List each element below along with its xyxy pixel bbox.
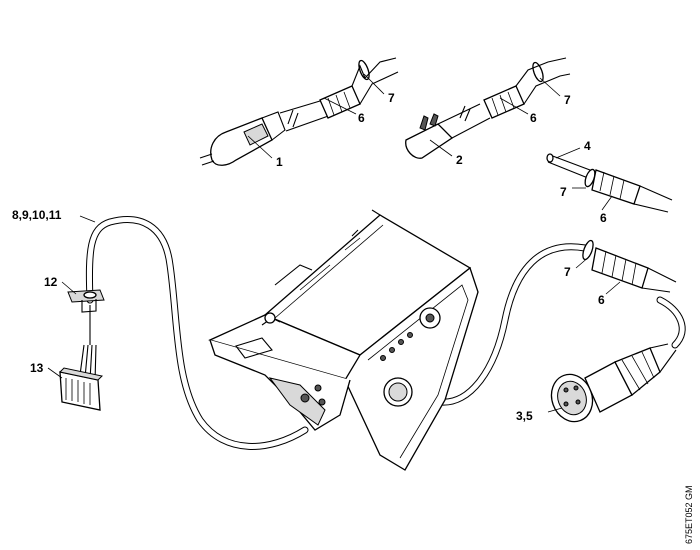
callout-euro-plug: 1 [276,155,283,169]
callout-grommet-b: 6 [530,111,537,125]
callout-ring-d: 7 [564,265,571,279]
cable-clip [67,289,105,313]
callout-uk-plug: 2 [456,153,463,167]
callout-clip: 12 [44,275,58,289]
callout-grommet-c: 6 [600,211,607,225]
uk-plug [405,57,571,159]
callout-cable-end: 4 [584,139,591,153]
main-housing [208,209,479,471]
callout-ring-a: 7 [388,91,395,105]
right-output-cable [436,243,686,406]
callout-ring-b: 7 [564,93,571,107]
callout-cable-assembly: 8,9,10,11 [12,208,62,222]
callout-socket: 3,5 [516,409,533,423]
leader-lines [47,73,621,413]
socket-assembly [550,239,677,423]
euro-plug [199,57,399,166]
callout-terminal: 13 [30,361,44,375]
callout-ring-c: 7 [560,185,567,199]
callout-grommet-d: 6 [598,293,605,307]
terminal-block [58,367,104,411]
drawing-reference-code: 675ET052 GM [684,485,694,544]
callout-grommet-a: 6 [358,111,365,125]
cable-end-assembly [546,153,673,213]
